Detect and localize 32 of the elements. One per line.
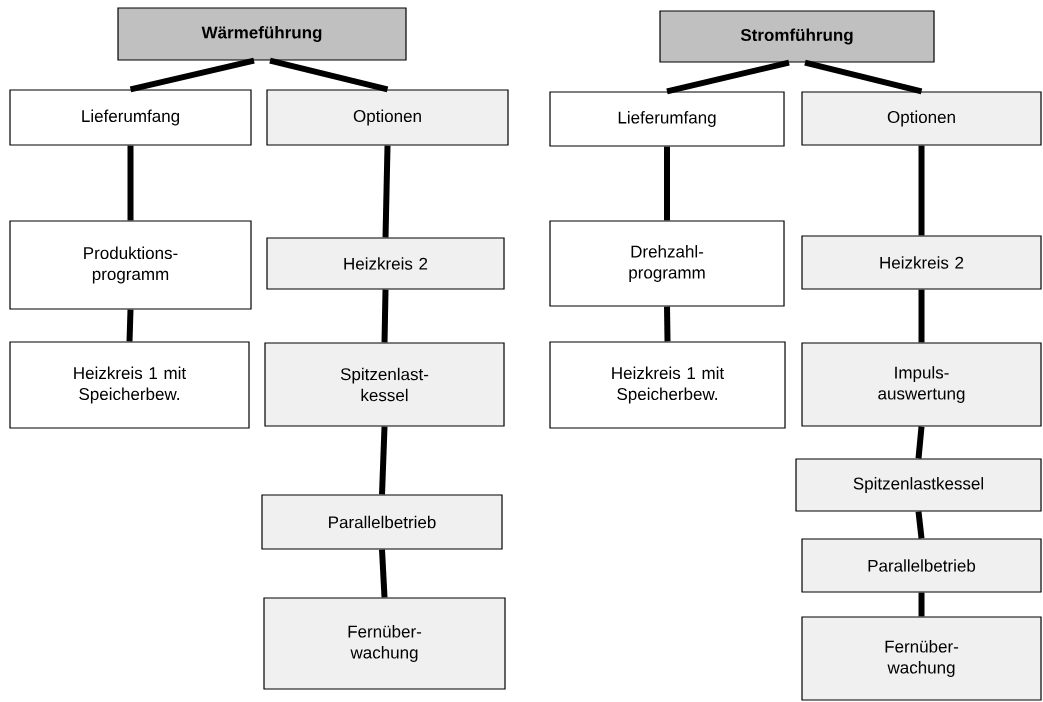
option-box: Optionen xyxy=(801,91,1042,146)
connector-line xyxy=(379,549,388,598)
option-box: Parallelbetrieb xyxy=(261,494,503,550)
title-box: Stromführung xyxy=(659,10,935,63)
option-box: Heizkreis 2 xyxy=(266,237,505,290)
connector-line xyxy=(664,306,671,342)
process-box: Lieferumfang xyxy=(9,89,252,146)
option-box: Heizkreis 2 xyxy=(801,235,1042,290)
connector-line xyxy=(915,511,925,539)
option-box: Fernüber- wachung xyxy=(801,616,1042,701)
connector-line xyxy=(127,145,134,221)
connector-line xyxy=(382,145,391,238)
option-box: Parallelbetrieb xyxy=(801,538,1042,593)
connector-line xyxy=(918,592,925,617)
connector-line xyxy=(664,146,670,221)
process-box: Lieferumfang xyxy=(549,91,785,147)
connector-line xyxy=(915,426,925,459)
process-box: Produktions- programm xyxy=(9,220,252,310)
option-box: Fernüber- wachung xyxy=(263,597,506,690)
process-box: Heizkreis 1 mit Speicherbew. xyxy=(9,341,250,429)
option-box: Impuls- auswertung xyxy=(801,342,1042,427)
connector-line xyxy=(918,145,925,236)
connector-line xyxy=(918,289,925,343)
connector-line xyxy=(126,309,134,342)
option-box: Spitzenlast- kessel xyxy=(264,342,505,427)
title-box: Wärmeführung xyxy=(117,7,407,61)
connector-line xyxy=(381,289,389,343)
process-box: Heizkreis 1 mit Speicherbew. xyxy=(549,341,786,429)
option-box: Optionen xyxy=(266,89,509,146)
option-box: Spitzenlastkessel xyxy=(795,458,1042,512)
process-box: Drehzahl- programm xyxy=(549,220,785,307)
connector-line xyxy=(379,426,388,495)
